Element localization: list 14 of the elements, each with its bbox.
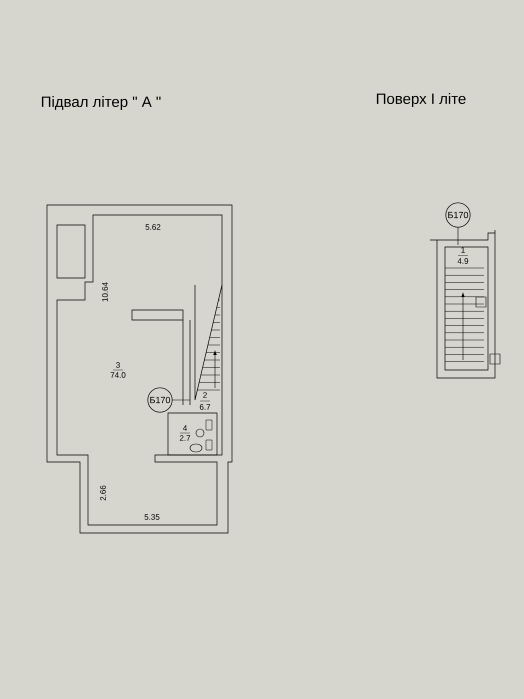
room-area: 74.0: [110, 372, 126, 378]
room-number: 4: [182, 425, 187, 431]
room-number: 3: [116, 362, 120, 368]
heading: Поверх І літе: [376, 93, 466, 107]
dimension: 10.64: [102, 282, 108, 302]
heading: Підвал літер " А ": [42, 96, 161, 110]
room-area: 6.7: [200, 404, 210, 410]
room-area: 4.9: [458, 258, 468, 264]
dimension: 2.66: [100, 486, 106, 500]
room-area: 2.7: [180, 435, 190, 441]
room-number: 2: [203, 392, 207, 398]
room-number: 1: [461, 247, 465, 253]
dimension: 5.62: [146, 224, 160, 230]
dimension: 5.35: [144, 514, 160, 520]
